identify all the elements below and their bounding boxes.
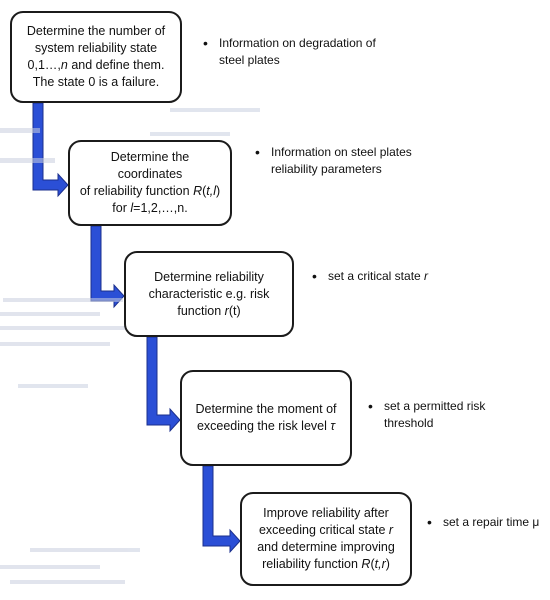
step-text-line: Determine the coordinates — [110, 150, 190, 181]
note-text-line: reliability parameters — [271, 162, 382, 176]
step-box-4: Determine the moment of exceeding the ris… — [180, 370, 352, 466]
note-2: • Information on steel plates reliability … — [255, 144, 412, 178]
step-text-line: exceeding critical state r — [258, 523, 394, 537]
note-text-line: steel plates — [219, 53, 280, 67]
note-text: set a permitted risk threshold — [384, 398, 485, 432]
bullet-icon: • — [368, 398, 373, 414]
bullet-icon: • — [427, 514, 432, 530]
step-text-line: of reliability function R(t,l) — [79, 184, 221, 198]
note-4: • set a permitted risk threshold — [368, 398, 485, 432]
step-box-1: Determine the number of system reliabilit… — [10, 11, 182, 103]
note-text-line: set a critical state r — [328, 269, 429, 283]
note-text-line: set a repair time μ — [443, 515, 540, 529]
step-text: Determine the number of system reliabilit… — [27, 23, 165, 91]
step-text: Improve reliability after exceeding criti… — [257, 505, 395, 573]
note-text: Information on steel plates reliability p… — [271, 144, 412, 178]
note-text-line: Information on degradation of — [219, 36, 376, 50]
note-1: • Information on degradation of steel plat… — [203, 35, 376, 69]
step-text-line: The state 0 is a failure. — [32, 75, 160, 89]
note-3: • set a critical state r — [312, 268, 428, 285]
step-text-line: for l=1,2,…,n. — [112, 201, 188, 215]
step-text-line: and determine improving — [257, 540, 395, 554]
step-text-line: Determine the moment of — [195, 402, 337, 416]
step-text: Determine the coordinates of reliability … — [78, 149, 222, 217]
note-5: • set a repair time μ — [427, 514, 539, 531]
step-text-line: characteristic e.g. risk — [148, 286, 270, 301]
step-text-line: function r(t) — [177, 303, 241, 318]
step-text-line: 0,1…,n and define them. — [27, 58, 165, 72]
step-text-line: exceeding the risk level τ — [196, 419, 336, 433]
step-text-line: reliability function R(t,r) — [262, 557, 390, 571]
connector-arrow — [202, 465, 241, 554]
bullet-icon: • — [312, 268, 317, 284]
step-box-3: Determine reliability characteristic e.g.… — [124, 251, 294, 337]
note-text-line: threshold — [384, 416, 434, 430]
connector-arrow — [146, 336, 181, 433]
step-text-line: system reliability state — [34, 41, 158, 55]
step-text-line: Determine the number of — [26, 24, 166, 38]
connector-arrow — [32, 102, 69, 198]
step-text-line: Determine reliability — [154, 269, 264, 284]
note-text-line: Information on steel plates — [271, 145, 412, 159]
note-text: Information on degradation of steel plate… — [219, 35, 376, 69]
note-text-line: set a permitted risk — [384, 399, 486, 413]
bullet-icon: • — [255, 144, 260, 160]
step-box-2: Determine the coordinates of reliability … — [68, 140, 232, 226]
step-text-line: Improve reliability after — [263, 506, 389, 520]
bullet-icon: • — [203, 35, 208, 51]
connector-arrow — [90, 225, 125, 309]
note-text: set a repair time μ — [443, 514, 539, 531]
step-text: Determine reliability characteristic e.g.… — [149, 269, 270, 320]
step-box-5: Improve reliability after exceeding criti… — [240, 492, 412, 586]
note-text: set a critical state r — [328, 268, 428, 285]
step-text: Determine the moment of exceeding the ris… — [195, 401, 336, 435]
